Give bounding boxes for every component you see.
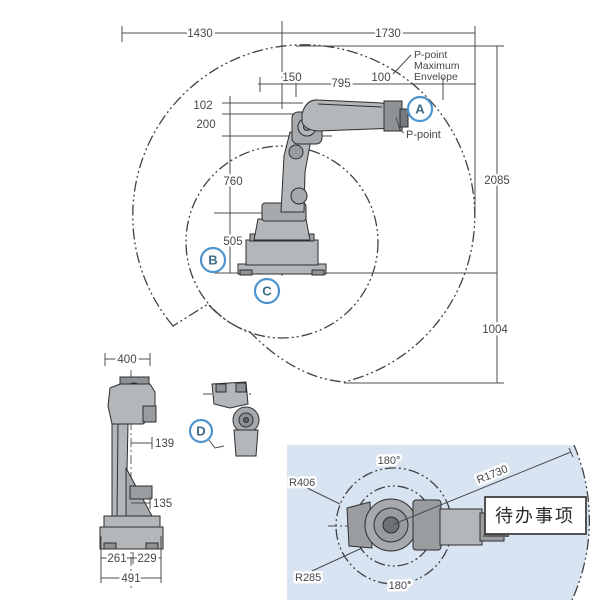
angle-180-bottom: 180°: [389, 580, 412, 592]
label-r406: R406: [289, 477, 315, 489]
envelope-label-line3: Envelope: [414, 71, 458, 83]
envelope-label-line1: P-point: [414, 49, 447, 61]
dim-1430: 1430: [187, 28, 213, 40]
side-view-envelope: [132, 44, 476, 383]
marker-d-letter: D: [196, 424, 205, 439]
todo-box-text: 待办事项: [495, 506, 575, 526]
envelope-label-line2: Maximum: [414, 60, 460, 72]
wrist-detail-view: D: [188, 381, 260, 457]
dim-100: 100: [371, 72, 390, 84]
dim-102: 102: [193, 100, 212, 112]
angle-180-top: 180°: [378, 455, 401, 467]
dim-261: 261: [107, 553, 126, 565]
side-view-robot: [237, 99, 409, 276]
p-point-label: P-point: [406, 129, 441, 141]
top-view-arc-cutout: [572, 445, 600, 600]
envelope-shape: [132, 44, 476, 383]
todo-box: 待办事项: [484, 496, 587, 535]
dim-1004: 1004: [482, 324, 508, 336]
top-view-robot: [346, 498, 509, 552]
label-r285: R285: [295, 572, 321, 584]
dim-229: 229: [137, 553, 156, 565]
top-view-panel: 180° 180° R406 R285 R1730 待办事项: [287, 444, 600, 600]
marker-d: D: [188, 418, 214, 444]
dim-1730: 1730: [375, 28, 401, 40]
dim-795: 795: [331, 78, 350, 90]
marker-b: B: [199, 246, 227, 274]
dim-135: 135: [153, 498, 172, 510]
side-view-annotations: P-point Maximum Envelope P-point: [392, 49, 460, 141]
side-view-dim-labels: 1430 1730 150 795 100 102 200 760 505 20…: [185, 26, 513, 339]
markers-side: A B C: [199, 95, 434, 305]
marker-a-letter: A: [415, 102, 425, 117]
dim-491: 491: [121, 573, 140, 585]
dim-200: 200: [196, 119, 215, 131]
dim-139: 139: [155, 438, 174, 450]
dim-2085: 2085: [484, 175, 510, 187]
r1730-line: [393, 451, 572, 525]
front-view-dim-labels: 400 139 135 261 229 491: [105, 352, 177, 588]
marker-c: C: [253, 277, 281, 305]
marker-a: A: [406, 95, 434, 123]
dim-760: 760: [223, 176, 242, 188]
r1730-arc: [571, 444, 590, 600]
dim-505: 505: [223, 236, 242, 248]
front-view-robot: [99, 370, 164, 590]
dim-150: 150: [282, 72, 301, 84]
dim-400: 400: [117, 354, 136, 366]
marker-c-letter: C: [262, 284, 272, 299]
front-view-dim-lines: [100, 353, 162, 583]
marker-b-letter: B: [208, 253, 217, 268]
